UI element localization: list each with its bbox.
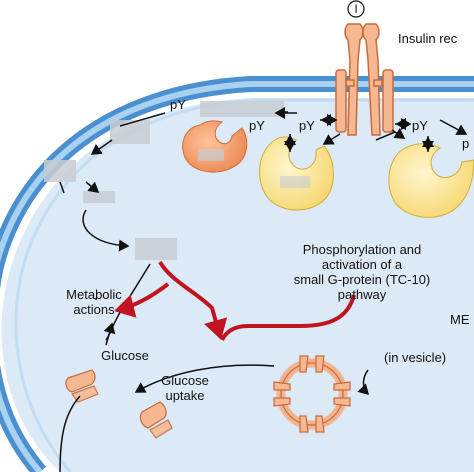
red-arrows	[114, 260, 356, 341]
receptor-label: Insulin rec	[398, 31, 458, 46]
phospho-line-4: pathway	[338, 287, 387, 302]
marker-circle: I	[347, 0, 365, 18]
metabolic-line-2: actions	[73, 302, 115, 317]
glut-vesicle	[273, 355, 351, 433]
inner-plasma	[14, 98, 474, 472]
glucose-to-metabolic-arrow	[103, 322, 116, 346]
me-label: ME	[450, 312, 470, 327]
phospho-line-1: Phosphorylation and	[303, 242, 422, 257]
vesicle-label: (in vesicle)	[384, 350, 446, 365]
glucose-label: Glucose	[101, 348, 149, 363]
redacted-labels	[44, 101, 310, 260]
phospho-line-2: activation of a	[322, 257, 403, 272]
py-label-1: pY	[170, 97, 186, 112]
marker-label: I	[354, 2, 357, 16]
py-label-2: pY	[249, 118, 265, 133]
lower-arrows	[59, 364, 370, 472]
glucose-uptake-line-1: Glucose	[161, 373, 209, 388]
insulin-receptor	[335, 23, 394, 136]
cell	[0, 76, 474, 472]
glucose-uptake-line-2: uptake	[165, 388, 204, 403]
py-label-5: p	[462, 136, 469, 151]
phospho-line-3: small G-protein (TC-10)	[294, 272, 431, 287]
glucose-transporter-2	[139, 401, 173, 439]
cell-membrane-inner	[0, 81, 474, 472]
py-label-3: pY	[299, 118, 315, 133]
py-label-4: pY	[412, 118, 428, 133]
cell-interior	[1, 98, 474, 472]
metabolic-line-1: Metabolic	[66, 287, 122, 302]
